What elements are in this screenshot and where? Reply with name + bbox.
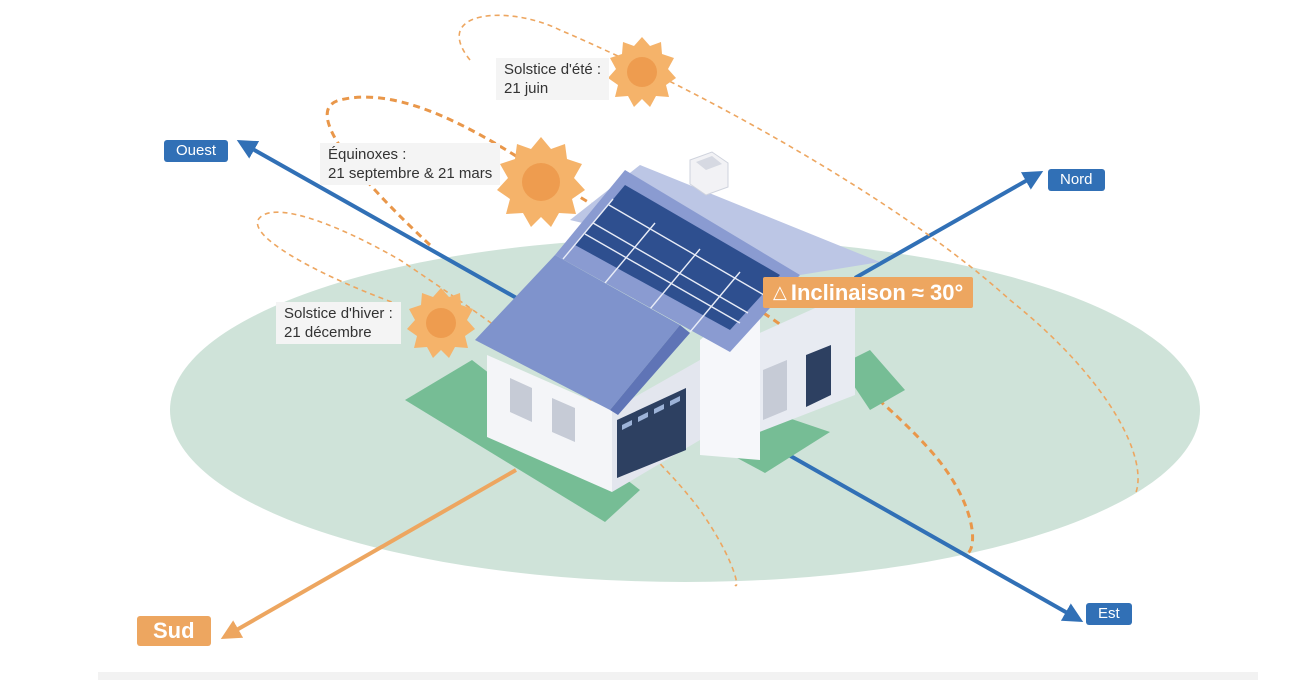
west-label: Ouest — [164, 140, 229, 162]
triangle-angle-icon: △ — [773, 282, 787, 302]
east-axis — [779, 448, 1084, 622]
summer-sun-path — [458, 14, 1139, 496]
sun-icon — [497, 137, 585, 227]
window-right — [763, 360, 787, 420]
tilt-text: Inclinaison ≈ 30° — [790, 280, 964, 305]
tilt-badge: △Inclinaison ≈ 30° — [763, 277, 974, 308]
equinox-date: 21 septembre & 21 mars — [328, 165, 493, 182]
winter-solstice-label: Solstice d'hiver : 21 décembre — [276, 302, 401, 344]
garage-door — [617, 388, 686, 478]
west-axis — [236, 140, 521, 302]
east-label: Est — [1086, 603, 1132, 625]
winter-sun-path — [256, 211, 738, 587]
chimney-top — [696, 156, 722, 170]
footer-divider — [98, 672, 1258, 680]
south-axis — [220, 468, 517, 639]
equinox-label: Équinoxes : 21 septembre & 21 mars — [320, 143, 501, 185]
lawn-back — [840, 350, 905, 410]
front-gable-edge — [610, 325, 690, 415]
garage-door-windows — [622, 396, 680, 430]
solar-panel-array — [575, 185, 780, 330]
front-gable-roof — [475, 255, 680, 410]
window-left-1 — [510, 378, 532, 422]
back-door — [806, 345, 831, 407]
equinox-sun-path — [325, 95, 975, 557]
summer-solstice-date: 21 juin — [504, 80, 549, 97]
equinox-title: Équinoxes : — [328, 146, 407, 163]
window-left-2 — [552, 398, 575, 442]
sun-icon — [407, 288, 475, 358]
winter-solstice-title: Solstice d'hiver : — [284, 305, 393, 322]
north-label: Nord — [1048, 169, 1105, 191]
winter-solstice-date: 21 décembre — [284, 324, 372, 341]
summer-solstice-label: Solstice d'été : 21 juin — [496, 58, 610, 100]
south-label: Sud — [137, 616, 211, 646]
sun-icon — [608, 37, 676, 107]
summer-solstice-title: Solstice d'été : — [504, 61, 602, 78]
north-axis — [854, 171, 1044, 280]
solar-panel-grid — [562, 198, 765, 333]
